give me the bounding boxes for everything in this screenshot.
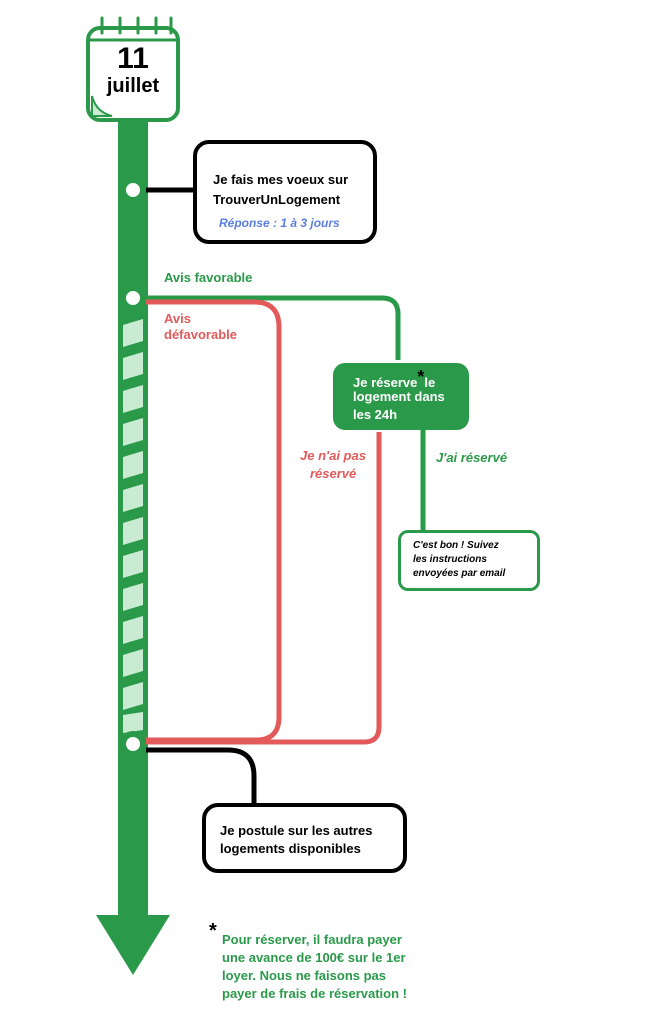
confirmation-line1: C'est bon ! Suivez <box>413 540 499 551</box>
footnote-line3: loyer. Nous ne faisons pas <box>222 968 386 983</box>
footnote-asterisk: * <box>209 920 217 942</box>
wishes-line1: Je fais mes voeux sur <box>213 172 349 187</box>
label-reserved: J'ai réservé <box>436 450 508 465</box>
apply-box: Je postule sur les autres logements disp… <box>202 803 407 873</box>
calendar-day: 11 <box>117 42 149 75</box>
wishes-box: Je fais mes voeux sur TrouverUnLogement … <box>193 140 377 244</box>
wishes-line2: TrouverUnLogement <box>213 192 341 207</box>
label-not-reserved-line1: Je n'ai pas <box>300 448 366 463</box>
node-apply <box>120 731 146 757</box>
calendar-month: juillet <box>106 75 160 97</box>
reserve-asterisk: * <box>417 367 425 387</box>
arrow-down-icon <box>96 915 170 975</box>
apply-line2: logements disponibles <box>220 841 361 856</box>
connector-apply <box>146 747 257 805</box>
confirmation-box: C'est bon ! Suivez les instructions envo… <box>398 530 540 591</box>
confirmation-line3: envoyées par email <box>413 568 506 579</box>
label-not-reserved-line2: réservé <box>310 466 357 481</box>
calendar-icon <box>86 16 180 122</box>
reserve-line2: logement dans <box>353 389 445 404</box>
label-unfavorable-line1: Avis <box>164 311 191 326</box>
apply-line1: Je postule sur les autres <box>220 823 373 838</box>
node-wishes <box>120 177 146 203</box>
wishes-response: Réponse : 1 à 3 jours <box>219 216 340 230</box>
branch-not-reserved <box>146 432 382 745</box>
reserve-box-bg <box>333 363 469 430</box>
footnote-line2: une avance de 100€ sur le 1er <box>222 950 406 965</box>
reserve-line1-end: le <box>424 375 436 390</box>
reserve-line3: les 24h <box>353 407 398 422</box>
branch-unfavorable <box>146 299 282 743</box>
confirmation-line2: les instructions <box>413 554 487 565</box>
label-favorable: Avis favorable <box>164 270 253 285</box>
reserve-line1-text: Je réserve <box>353 375 418 390</box>
main-track-top <box>118 118 148 318</box>
label-unfavorable-line2: défavorable <box>164 327 237 342</box>
footnote-line1: Pour réserver, il faudra payer <box>222 932 402 947</box>
branch-favorable <box>146 295 401 360</box>
footnote-line4: payer de frais de réservation ! <box>222 986 407 1001</box>
reserve-line1: Je réserve*le <box>353 367 436 392</box>
track-stripes <box>123 319 143 733</box>
main-track-bottom <box>118 738 148 923</box>
node-decision <box>120 285 146 311</box>
track-nodes <box>120 177 146 757</box>
